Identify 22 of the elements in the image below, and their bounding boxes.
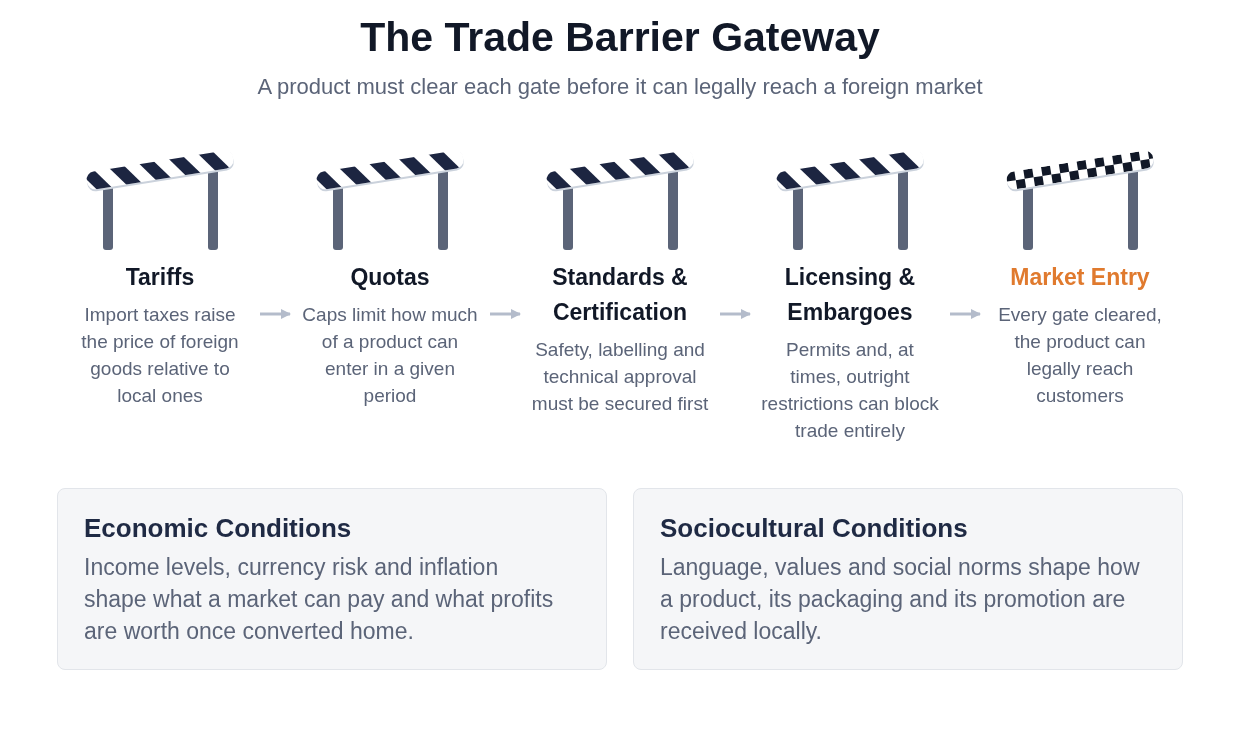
card-heading: Sociocultural Conditions: [660, 512, 969, 545]
condition-card: [57, 488, 607, 670]
title: The Trade Barrier Gateway: [359, 14, 881, 60]
subtitle: A product must clear each gate before it can legally reach a foreign market: [256, 73, 984, 101]
card-heading: Economic Conditions: [84, 512, 353, 545]
stage-description: Permits and, at times, outright restrictions can block trade entirely: [760, 338, 940, 443]
stage-heading: Tariffs: [124, 263, 196, 292]
arrow: [490, 309, 521, 319]
stage-heading: Licensing & Embargoes: [783, 263, 917, 327]
condition-card: [633, 488, 1183, 670]
stage-heading: Market Entry: [1009, 263, 1151, 292]
arrow: [950, 309, 981, 319]
stage-description: Import taxes raise the price of foreign goods relative to local ones: [80, 303, 240, 408]
stage-description: Safety, labelling and technical approval must be secured first: [530, 338, 710, 416]
stage-heading: Quotas: [349, 263, 431, 292]
stage-description: Caps limit how much of a product can enter in a given period: [301, 303, 479, 408]
stage-heading: Standards & Certification: [551, 263, 689, 327]
arrow: [720, 309, 751, 319]
card-description: Income levels, currency risk and inflation shape what a market can pay and what profits are worth once converted home.: [84, 553, 555, 646]
card-description: Language, values and social norms shape how a product, its packaging and its promotion are received locally.: [660, 553, 1140, 646]
arrow: [260, 309, 291, 319]
stage-description: Every gate cleared, the product can legally reach customers: [997, 303, 1163, 408]
